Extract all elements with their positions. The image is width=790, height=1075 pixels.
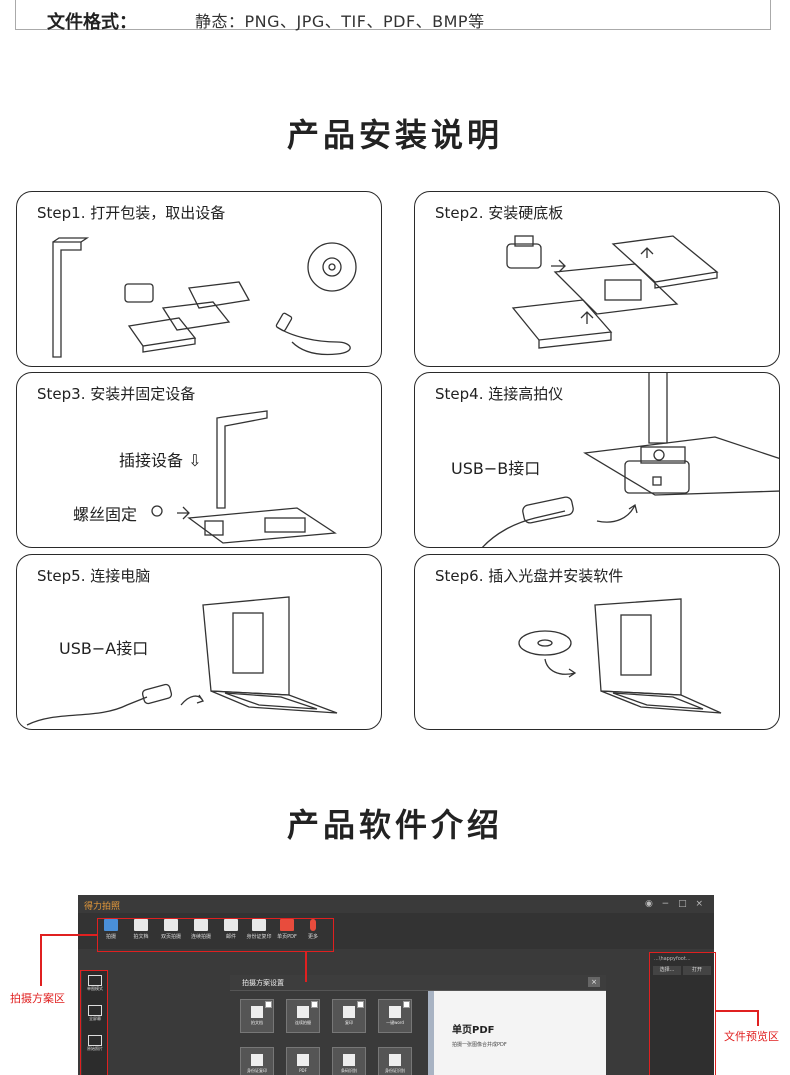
step-5-caption: USB−A接口: [59, 639, 149, 658]
toolbar: 拍摄 拍文档 双页拍摄 连续拍摄 邮件 身份证复印 单页PDF 更多: [78, 913, 714, 949]
pdf-icon: [280, 919, 294, 931]
capture-scheme-sidebar: 单图模式 全屏幕 原始照片: [82, 971, 108, 1075]
fullscreen-icon: [88, 1005, 102, 1016]
option-id-recognition[interactable]: 身份证识别: [378, 1047, 412, 1075]
preview-select-button[interactable]: 选择...: [653, 966, 681, 975]
right-callout-line-v: [757, 1010, 759, 1026]
step-1-card: Step1. 打开包装，取出设备: [16, 191, 382, 367]
step-6-title: Step6. 插入光盘并安装软件: [435, 567, 624, 585]
dialog-detail-panel: 单页PDF 拍摄一张图像合并成PDF: [428, 991, 606, 1075]
software-section-title: 产品软件介绍: [286, 806, 503, 844]
left-callout-line-v: [40, 934, 42, 986]
more-icon: [310, 919, 316, 931]
step-3-caption-screw: 螺丝固定: [73, 505, 138, 524]
tool-id-copy-button[interactable]: 身份证复印: [244, 917, 274, 947]
toolbar-callout-line: [305, 952, 307, 982]
step-4-title: Step4. 连接高拍仪: [435, 385, 564, 403]
step-1-title: Step1. 打开包装，取出设备: [37, 204, 226, 222]
barcode-icon: [343, 1054, 355, 1066]
step-2-illustration: [506, 235, 719, 349]
sidebar-item-original[interactable]: 原始照片: [84, 1035, 106, 1052]
single-image-icon: [88, 975, 102, 986]
sidebar-item-fullscreen[interactable]: 全屏幕: [84, 1005, 106, 1022]
dialog-title: 拍摄方案设置: [242, 979, 284, 987]
selected-option-desc: 拍摄一张图像合并成PDF: [452, 1042, 507, 1048]
step-3-card: Step3. 安装并固定设备 插接设备 ⇩ 螺丝固定: [16, 372, 382, 548]
option-barcode[interactable]: 条码识别: [332, 1047, 366, 1075]
word-icon: [389, 1006, 401, 1018]
step-2-card: Step2. 安装硬底板: [414, 191, 780, 367]
option-copy[interactable]: 复印: [332, 999, 366, 1033]
toolbar-highlight-box: [97, 918, 334, 952]
right-callout-line-h: [716, 1010, 758, 1012]
mail-icon: [224, 919, 238, 931]
option-continuous[interactable]: 连续拍摄: [286, 999, 320, 1033]
capture-scheme-callout: 拍摄方案区: [10, 992, 65, 1005]
app-title: 得力拍照: [84, 902, 121, 912]
step-5-card: Step5. 连接电脑 USB−A接口: [16, 554, 382, 730]
step-3-caption-plug: 插接设备 ⇩: [119, 451, 202, 470]
continuous-icon: [297, 1006, 309, 1018]
continuous-icon: [194, 919, 208, 931]
tool-mail-button[interactable]: 邮件: [216, 917, 246, 947]
window-buttons[interactable]: ◉ − □ ×: [644, 899, 706, 909]
camera-icon: [104, 919, 118, 931]
step-3-title: Step3. 安装并固定设备: [37, 385, 196, 403]
option-pdf[interactable]: PDF: [286, 1047, 320, 1075]
file-preview-panel: ...\happyfoot... 选择... 打开: [650, 953, 714, 1075]
option-word[interactable]: 一键word: [378, 999, 412, 1033]
double-page-icon: [164, 919, 178, 931]
option-checkbox[interactable]: [403, 1001, 410, 1008]
step-2-title: Step2. 安装硬底板: [435, 204, 564, 222]
option-document[interactable]: 拍文档: [240, 999, 274, 1033]
left-callout-line-h: [40, 934, 98, 936]
selected-option-title: 单页PDF: [452, 1025, 495, 1036]
option-id-copy[interactable]: 身份证复印: [240, 1047, 274, 1075]
step-5-title: Step5. 连接电脑: [37, 567, 151, 585]
step-4-caption: USB−B接口: [451, 459, 541, 478]
install-section-title: 产品安装说明: [286, 116, 503, 154]
tool-double-page-button[interactable]: 双页拍摄: [156, 917, 186, 947]
software-screenshot: 得力拍照 ◉ − □ × 拍摄 拍文档 双页拍摄 连续拍摄 邮件 身份证复印 单…: [78, 895, 714, 1075]
step-6-card: Step6. 插入光盘并安装软件: [414, 554, 780, 730]
file-format-label: 文件格式：: [47, 12, 137, 33]
tool-more-button[interactable]: 更多: [298, 917, 328, 947]
tool-continuous-button[interactable]: 连续拍摄: [186, 917, 216, 947]
step-1-illustration: [52, 237, 357, 358]
step-6-illustration: [518, 598, 722, 714]
id-card-icon: [252, 919, 266, 931]
id-scan-icon: [389, 1054, 401, 1066]
tool-capture-button[interactable]: 拍摄: [96, 917, 126, 947]
photo-icon: [88, 1035, 102, 1046]
document-icon: [134, 919, 148, 931]
step-4-illustration: [482, 373, 779, 547]
copy-icon: [343, 1006, 355, 1018]
file-preview-callout: 文件预览区: [724, 1030, 779, 1043]
tool-pdf-button[interactable]: 单页PDF: [272, 917, 302, 947]
step-4-card: Step4. 连接高拍仪 USB−B接口: [414, 372, 780, 548]
option-checkbox[interactable]: [357, 1001, 364, 1008]
dialog-close-button[interactable]: ×: [588, 977, 600, 987]
sidebar-highlight-box: [80, 970, 108, 1075]
sidebar-item-single[interactable]: 单图模式: [84, 975, 106, 992]
preview-path: ...\happyfoot...: [654, 956, 691, 962]
file-format-value: 静态：PNG、JPG、TIF、PDF、BMP等: [195, 12, 485, 31]
step-5-illustration: [26, 596, 338, 726]
capture-scheme-dialog: 拍摄方案设置 × 拍文档 连续拍摄 复印 一键word 身份证复印 PDF 条码…: [230, 975, 606, 1075]
dialog-options-panel: 拍文档 连续拍摄 复印 一键word 身份证复印 PDF 条码识别 身份证识别: [230, 991, 428, 1075]
document-icon: [251, 1006, 263, 1018]
option-checkbox[interactable]: [265, 1001, 272, 1008]
file-format-box: [15, 0, 771, 30]
pdf-icon: [297, 1054, 309, 1066]
step-3-illustration: [151, 410, 337, 544]
tool-document-button[interactable]: 拍文档: [126, 917, 156, 947]
preview-open-button[interactable]: 打开: [683, 966, 711, 975]
preview-highlight-box: [649, 952, 716, 1075]
option-checkbox[interactable]: [311, 1001, 318, 1008]
id-card-icon: [251, 1054, 263, 1066]
dialog-header: [230, 975, 606, 991]
